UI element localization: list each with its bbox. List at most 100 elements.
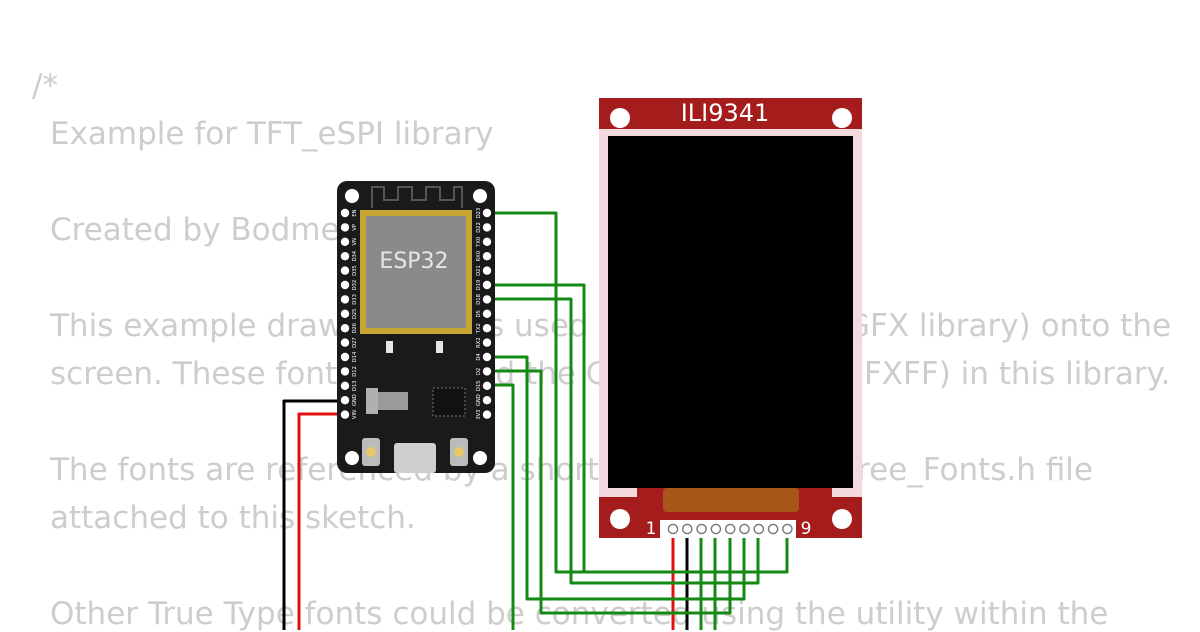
esp32-pin-label: D15 — [476, 380, 482, 391]
code-line-2: Created by Bodmer — [50, 212, 353, 248]
micro-usb-port[interactable] — [394, 443, 436, 473]
esp32-pin-d2[interactable] — [482, 367, 492, 376]
display-flex-cable — [663, 488, 799, 512]
esp32-pin-label: D2 — [476, 368, 482, 375]
display-screen — [608, 136, 853, 488]
esp32-pin-label: EN — [352, 209, 358, 216]
esp32-pin-label: D19 — [476, 280, 482, 291]
esp32-pin-d22[interactable] — [482, 223, 492, 232]
esp32-pin-d35[interactable] — [340, 266, 350, 275]
esp32-pin-vp[interactable] — [340, 223, 350, 232]
esp32-pin-label: D21 — [476, 265, 482, 276]
display-pin-5[interactable] — [724, 523, 736, 535]
display-hole-tl — [610, 108, 630, 128]
ili9341-display[interactable]: ILI9341 1 9 — [599, 98, 862, 539]
esp32-pin-d13[interactable] — [340, 381, 350, 390]
code-line-1: Example for TFT_eSPI library — [50, 116, 494, 152]
led-left — [386, 341, 393, 353]
mount-hole-br — [473, 451, 487, 465]
esp32-pin-label: D32 — [352, 280, 358, 291]
esp32-pin-label: D14 — [352, 351, 358, 362]
esp32-pin-label: TX0 — [476, 237, 482, 248]
esp32-pin-d25[interactable] — [340, 309, 350, 318]
esp32-pin-gnd[interactable] — [482, 396, 492, 405]
display-hole-tr — [832, 108, 852, 128]
led-right — [436, 341, 443, 353]
esp32-pin-vin[interactable] — [340, 410, 350, 419]
esp32-right-header: D23D22TX0RX0D21D19D18D5TX2RX2D4D2D15GND3… — [476, 208, 492, 420]
esp32-pin-label: VN — [352, 238, 358, 246]
esp32-pin-d23[interactable] — [482, 208, 492, 218]
esp32-chip-label: ESP32 — [379, 249, 448, 274]
display-pin-2[interactable] — [682, 523, 693, 535]
esp32-pin-label: D18 — [476, 294, 482, 305]
wire-d18[interactable] — [487, 297, 760, 585]
antenna-trace — [371, 186, 463, 208]
wire-d19[interactable] — [487, 283, 586, 572]
regulator-body — [378, 392, 408, 410]
esp32-pin-d4[interactable] — [482, 352, 492, 362]
voltage-regulator — [366, 388, 378, 414]
esp32-pin-rx2[interactable] — [482, 338, 492, 347]
esp32-pin-en[interactable] — [340, 208, 350, 218]
esp32-pin-label: RX0 — [476, 251, 482, 261]
display-pin-3[interactable] — [696, 523, 707, 535]
display-hole-br — [832, 509, 852, 529]
esp32-board[interactable]: ESP32 ENVPVND34D35D32D33D25D26D27D14D12D… — [337, 181, 495, 473]
display-pin-7[interactable] — [753, 523, 765, 535]
esp32-pin-d12[interactable] — [340, 367, 350, 376]
esp32-pin-label: D26 — [352, 323, 358, 334]
esp32-pin-d33[interactable] — [340, 295, 350, 304]
esp32-pin-d18[interactable] — [482, 295, 492, 304]
display-pin-4[interactable] — [710, 523, 722, 535]
wire-vin[interactable] — [297, 412, 345, 630]
esp32-pin-d15[interactable] — [482, 381, 492, 390]
esp32-pin-label: D13 — [352, 380, 358, 391]
display-pin-8[interactable] — [767, 523, 779, 535]
mount-hole-tl — [345, 189, 359, 203]
esp32-pin-label: D34 — [352, 250, 358, 261]
esp32-pin-gnd[interactable] — [340, 396, 350, 405]
esp32-pin-d19[interactable] — [482, 280, 492, 290]
wires — [282, 211, 789, 630]
display-model-label: ILI9341 — [681, 99, 770, 127]
esp32-pin-rx0[interactable] — [482, 252, 492, 261]
display-pin-1[interactable] — [667, 523, 679, 535]
esp32-pin-d32[interactable] — [340, 280, 350, 290]
esp32-module — [366, 216, 466, 328]
esp32-pin-label: GND — [352, 394, 358, 406]
esp32-pin-3v3[interactable] — [482, 410, 492, 419]
esp32-pin-d14[interactable] — [340, 352, 350, 362]
esp32-pin-d5[interactable] — [482, 309, 492, 318]
wire-d15[interactable] — [487, 383, 515, 630]
display-pin-header — [667, 523, 793, 535]
usb-uart-chip — [432, 387, 466, 417]
display-hole-bl — [610, 509, 630, 529]
display-pin-9[interactable] — [782, 523, 793, 535]
esp32-pin-label: VP — [352, 224, 358, 231]
esp32-pin-tx2[interactable] — [482, 324, 492, 333]
display-pin-first-label: 1 — [646, 519, 657, 539]
esp32-left-header: ENVPVND34D35D32D33D25D26D27D14D12D13GNDV… — [340, 208, 358, 419]
mount-hole-tr — [473, 189, 487, 203]
boot-button-cap — [366, 447, 376, 457]
wire-gnd[interactable] — [282, 399, 345, 630]
display-pin-6[interactable] — [739, 523, 750, 535]
esp32-pin-label: D4 — [476, 353, 482, 361]
esp32-pin-d27[interactable] — [340, 338, 350, 347]
mount-hole-bl — [345, 451, 359, 465]
esp32-pin-label: TX2 — [476, 323, 482, 334]
esp32-pin-label: RX2 — [476, 337, 482, 347]
esp32-pin-d21[interactable] — [482, 266, 492, 275]
esp32-pin-label: D22 — [476, 222, 482, 233]
esp32-pin-label: D12 — [352, 366, 358, 377]
esp32-pin-d34[interactable] — [340, 252, 350, 261]
wire-d23[interactable] — [487, 211, 789, 574]
esp32-pin-vn[interactable] — [340, 237, 350, 246]
comment-open: /* — [32, 68, 58, 104]
wire-d4[interactable] — [487, 355, 746, 601]
esp32-pin-d26[interactable] — [340, 324, 350, 333]
esp32-pin-label: 3V3 — [476, 410, 482, 420]
esp32-pin-tx0[interactable] — [482, 237, 492, 246]
